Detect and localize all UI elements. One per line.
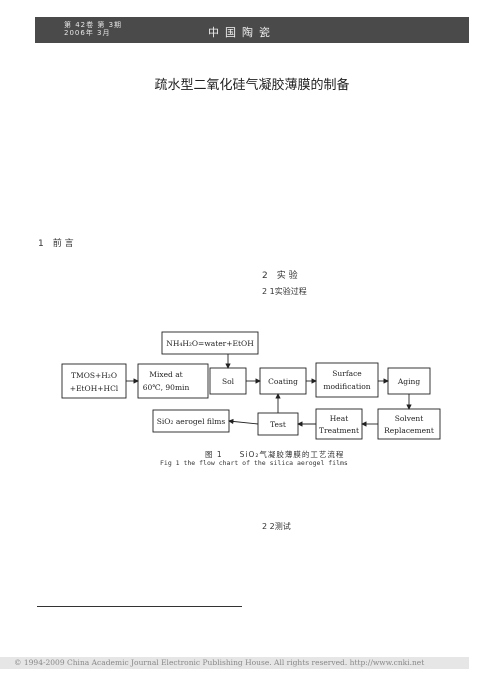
volume-issue-text: 第 42卷 第 3期 xyxy=(64,21,123,29)
surface-label-line1: Surface xyxy=(332,369,362,378)
heat-box xyxy=(315,408,363,440)
aging-box xyxy=(387,367,431,395)
mixed-label-line2: 60℃, 90min xyxy=(143,383,190,392)
journal-name: 中国陶瓷 xyxy=(208,26,276,39)
solvent-label-line2: Replacement xyxy=(384,426,434,435)
footnote-divider xyxy=(37,606,242,607)
coating-label: Coating xyxy=(268,377,298,386)
issue-date: 2006年 3月 xyxy=(64,29,111,37)
mixed-label-line1: Mixed at xyxy=(149,370,182,379)
subsection-heading-procedure: 2 1实验过程 xyxy=(262,287,307,296)
section-heading-introduction: 1 前 言 xyxy=(38,239,74,249)
surface-box xyxy=(315,362,379,398)
reagent-box xyxy=(161,331,259,355)
arrow-test-to-films xyxy=(228,418,259,425)
heat-label-line2: Treatment xyxy=(319,426,359,435)
tmos-box xyxy=(61,363,127,399)
subsection-heading-testing: 2 2测试 xyxy=(262,522,291,531)
tmos-label-line2: +EtOH+HCl xyxy=(70,384,119,393)
test-label: Test xyxy=(270,420,286,429)
figure-caption-english: Fig 1 the flow chart of the silica aerog… xyxy=(160,459,348,467)
solvent-label-line1: Solvent xyxy=(395,414,424,423)
reagent-label: NH₄H₂O=water+EtOH xyxy=(166,339,254,348)
volume-issue: 第 42卷 第 3期 2006年 3月 xyxy=(64,21,122,37)
surface-label-line2: modification xyxy=(323,382,370,391)
solvent-box xyxy=(377,408,441,440)
copyright-bar: © 1994-2009 China Academic Journal Elect… xyxy=(0,657,469,669)
section-heading-experiment: 2 实 验 xyxy=(262,271,298,281)
films-label: SiO₂ aerogel films xyxy=(157,417,226,426)
heat-label-line1: Heat xyxy=(330,414,348,423)
flowchart-diagram: NH₄H₂O=water+EtOH TMOS+H₂O +EtOH+HCl Mix… xyxy=(61,331,441,440)
aging-label: Aging xyxy=(397,377,420,386)
paper-title: 疏水型二氧化硅气凝胶薄膜的制备 xyxy=(154,78,350,93)
tmos-label-line1: TMOS+H₂O xyxy=(71,371,117,380)
journal-header-bar xyxy=(35,17,469,43)
copyright-text: © 1994-2009 China Academic Journal Elect… xyxy=(14,658,425,667)
figure-caption-chinese: 图 1 SiO₂气凝胶薄膜的工艺流程 xyxy=(205,450,345,459)
sol-label: Sol xyxy=(222,377,235,386)
coating-box xyxy=(259,367,307,395)
